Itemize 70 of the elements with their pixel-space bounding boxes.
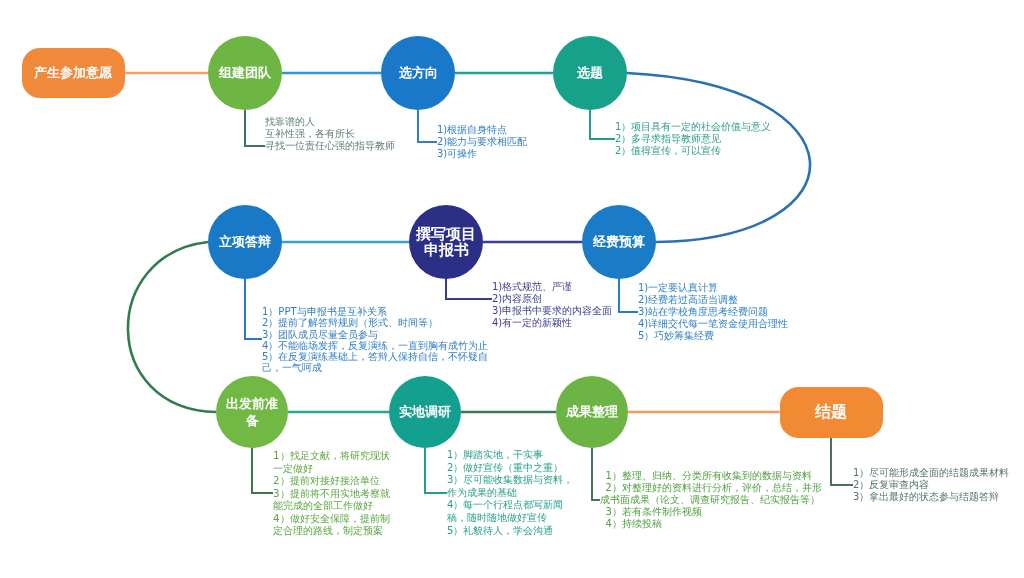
leader-line [417,109,438,143]
note-text: 3）提前将不用实地考察就能完成的全部工作做好 [273,486,391,512]
leader-line [251,447,274,494]
step-circle: 选题 [553,36,627,110]
note-text: 2）做好宣传（重中之重） [447,461,565,474]
leader-line [589,109,616,140]
note-text: 3）团队成员尽量全员参与 [262,328,380,340]
note-text: 5）礼貌待人，学会沟通 [447,524,555,538]
connector-line [483,240,582,244]
note-text: 2）对整理好的资料进行分析，评价，总结，并形成书面成果（论文、调查研究报告、纪实报告等） [600,482,823,506]
note-text: 3）尽可能收集数据与资料，作为成果的基础 [447,474,575,499]
note-text: 2）提前了解答辩规则（形式、时间等） [262,317,440,329]
note-text: 3）若有条件制作视频 [604,506,703,518]
connector-line [461,410,556,414]
note-text: 4）做好安全保障，提前制定合理的路线，制定预案 [273,511,391,537]
note-text: 3)可操作 [437,148,479,160]
connector-line [282,71,381,75]
note-text: 1）脚踏实地，干实事 [447,449,545,462]
connector-line [124,71,208,75]
leader-line [445,278,493,300]
note-text: 找靠谱的人 [265,116,316,128]
note-text: 1）尽可能形成全面的结题成果材料 [853,467,1010,479]
note-text: 4）每一个行程点都写新闻稿，随时随地做好宣传 [447,499,565,525]
step-circle: 选方向 [381,36,455,110]
note-text: 2）提前对接好接洽单位 [273,474,381,487]
note-text: 1)根据自身特点 [437,124,509,136]
note-text: 5）巧妙筹集经费 [638,330,716,342]
note-text: 4)详细交代每一笔资金使用合理性 [638,318,789,330]
step-circle: 实地调研 [389,376,461,448]
connector-line [455,71,553,75]
note-text: 2)内容原创 [492,293,544,305]
note-text: 3）拿出最好的状态参与结题答辩 [853,491,1001,503]
note-text: 5）在反复演练基础上，答辩人保持自信，不怀疑自己，一气呵成 [262,351,490,374]
leader-line [424,447,448,494]
leader-line [591,447,601,501]
step-circle: 组建团队 [208,36,282,110]
rounded-box: 产生参加意愿 [21,48,125,98]
note-text: 4)有一定的新颖性 [492,317,574,329]
step-circle: 立项答辩 [208,205,282,279]
note-text: 1）整理、归纳、分类所有收集到的数据与资料 [604,470,813,482]
note-text: 1)格式规范、严谨 [492,281,574,293]
note-text: 1）PPT与申报书是互补关系 [262,306,388,318]
note-text: 3)站在学校角度思考经费问题 [638,306,770,318]
leader-line [830,436,854,486]
note-text: 2）多寻求指导教师意见 [615,133,723,145]
leader-line [244,109,266,147]
step-circle: 出发前准备 [216,376,288,448]
note-text: 2）值得宣传，可以宣传 [615,145,723,157]
note-text: 4）持续投稿 [604,518,663,530]
note-text: 4）不能临场发挥，反复演练，一直到胸有成竹为止 [262,339,490,352]
leader-line [244,278,263,340]
connector-line [626,71,811,244]
step-circle: 成果整理 [556,376,628,448]
step-circle: 撰写项目申报书 [409,205,483,279]
connector-line [288,410,389,414]
note-text: 互补性强，各有所长 [265,128,356,140]
connector-line [628,410,780,414]
connector-line [282,240,409,244]
step-circle: 经费预算 [582,205,656,279]
note-text: 1）找足文献，将研究现状一定做好 [273,449,391,474]
note-text: 3)申报书中要求的内容全面 [492,305,613,317]
note-text: 2）反复审查内容 [853,479,931,491]
rounded-box: 结题 [779,386,883,438]
note-text: 寻找一位责任心强的指导教师 [265,140,395,152]
note-text: 1）项目具有一定的社会价值与意义 [615,121,772,133]
connector-line [126,240,217,414]
note-text: 1)一定要认真计算 [638,282,720,294]
leader-line [618,278,639,313]
note-text: 2)经费若过高适当调整 [638,294,740,306]
note-text: 2)能力与要求相匹配 [437,136,528,148]
